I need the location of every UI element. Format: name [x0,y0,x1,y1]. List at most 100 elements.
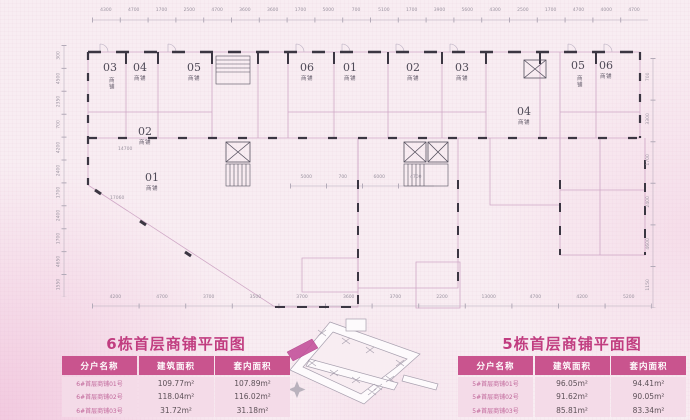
dim-value: 3700 [202,295,215,300]
dim-value: 700 [338,175,348,180]
unit-name-cell: 6#首层商铺03号 [62,403,137,417]
keyplan-highlight [286,338,319,362]
dim-value: 1700 [646,154,652,166]
dim-value: 3600 [239,8,251,13]
dim-value: 1700 [544,8,557,13]
dim-value: 700 [351,8,361,13]
dim-value: 1700 [56,187,62,199]
dim-value: 4700 [156,295,168,300]
dim-value: 4200 [109,295,122,300]
dim-value: 4700 [127,8,140,13]
table-header-cell: 套内面积 [215,356,290,375]
table-header-cell: 套内面积 [611,356,686,375]
dim-value: 1700 [294,8,307,13]
dim-value: 5000 [322,8,334,13]
build-area-cell: 91.62m² [534,390,610,404]
dim-value: 14700 [118,147,133,152]
table-header-row: 分户名称建筑面积套内面积 [62,356,290,375]
inner-area-cell: 83.34m² [611,403,686,417]
table-row: 6#首层商铺02号 118.04m² 116.02m² [62,390,290,404]
dim-value: 4700 [529,295,542,300]
table-body: 6#首层商铺01号 109.77m² 107.89m² 6#首层商铺02号 11… [62,376,290,417]
dim-inner: 5000 700 6000 4700 [288,175,434,181]
dim-value: 4650 [56,255,62,268]
inner-area-cell: 116.02m² [215,390,290,404]
dim-value: 2400 [56,164,62,176]
unit-name-cell: 6#首层商铺01号 [62,376,137,390]
building6-area-table: 分户名称建筑面积套内面积 6#首层商铺01号 109.77m² 107.89m²… [62,356,290,417]
dim-value: 5200 [623,295,635,300]
dim-value: 4300 [489,8,501,13]
dim-value: 13000 [481,295,496,300]
dim-value: 4300 [100,8,112,13]
dim-value: 5600 [461,8,473,13]
dim-value: 6000 [373,175,385,180]
dim-value: 1550 [56,278,62,291]
dim-value: 3700 [389,295,402,300]
dim-value: 5100 [378,8,390,13]
dim-value: 3300 [646,112,652,125]
build-area-cell: 109.77m² [138,376,214,390]
table-row: 5#首层商铺03号 85.81m² 83.34m² [458,403,686,417]
compass-icon [288,381,306,398]
table-header-cell: 分户名称 [62,356,137,375]
table-row: 5#首层商铺02号 91.62m² 90.05m² [458,390,686,404]
dim-value: 3600 [342,295,355,300]
table-header-cell: 分户名称 [458,356,533,375]
site-keyplan [289,318,439,405]
inner-area-cell: 31.18m² [215,403,290,417]
door-arcs [99,43,613,53]
dim-value: 3700 [296,295,308,300]
dim-value: 4200 [576,295,588,300]
inner-area-cell: 90.05m² [611,390,686,404]
stair-core [215,55,449,187]
dim-value: 4700 [628,8,640,13]
dim-value: 4500 [56,72,62,85]
unit-name-cell: 5#首层商铺02号 [458,390,533,404]
dim-value: 1700 [56,232,62,245]
table-row: 5#首层商铺01号 96.05m² 94.41m² [458,376,686,390]
dim-value: 3600 [266,8,279,13]
build-area-cell: 96.05m² [534,376,610,390]
dim-value: 3900 [433,8,446,13]
dim-value: 2500 [183,8,196,13]
dim-value: 1150 [646,279,652,291]
building5-area-table: 分户名称建筑面积套内面积 5#首层商铺01号 96.05m² 94.41m² 5… [458,356,686,417]
dim-value: 2400 [646,196,652,208]
left-plan-title: 6栋首层商铺平面图 [106,335,246,353]
right-plan-title: 5栋首层商铺平面图 [502,335,642,353]
dim-value: 4700 [572,8,585,13]
dim-value: 2350 [56,95,62,107]
dim-value: 2400 [56,210,62,222]
table-body: 5#首层商铺01号 96.05m² 94.41m² 5#首层商铺02号 91.6… [458,376,686,417]
dim-value: 4000 [600,8,612,13]
inner-area-cell: 107.89m² [215,376,290,390]
build-area-cell: 85.81m² [534,403,610,417]
dim-value: 3500 [249,295,262,300]
dim-value: 700 [646,72,652,82]
table-header-row: 分户名称建筑面积套内面积 [458,356,686,375]
dim-value: 5000 [300,175,312,180]
walls-dark [86,50,646,308]
unit-name-cell: 6#首层商铺02号 [62,390,137,404]
dim-value: 700 [56,119,62,129]
dim-value: 4700 [410,175,422,180]
walls-light [87,51,646,309]
dim-top: 4300 4700 1700 2500 4700 3600 3600 1700 5000 700 5… [92,8,648,14]
inner-area-cell: 94.41m² [611,376,686,390]
